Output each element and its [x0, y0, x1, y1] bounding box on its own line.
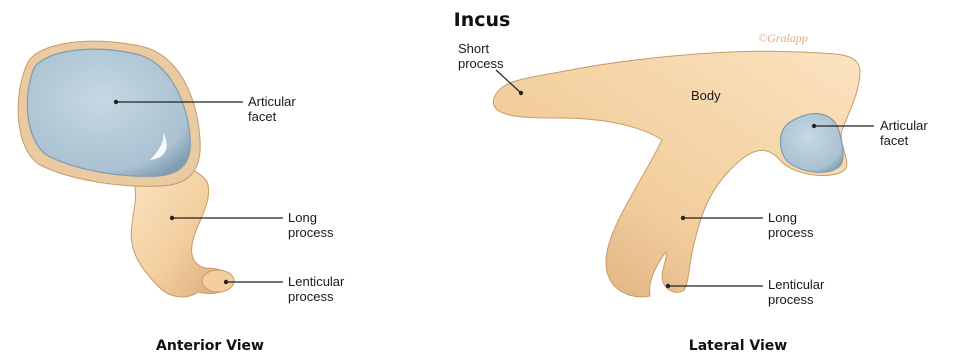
anterior-view-caption: Anterior View — [156, 338, 264, 354]
anterior-lenticular-knob-shape — [202, 270, 234, 292]
watermark: ©Gralapp — [758, 31, 808, 45]
lateral-view: ©Gralapp Short process Body Articular fa… — [458, 31, 931, 354]
diagram-title: Incus — [454, 9, 511, 31]
anterior-view: Articular facet Long process Lenticular … — [18, 41, 348, 354]
lateral-articular-facet-label: Articular facet — [880, 118, 931, 148]
lateral-incus-shape — [493, 51, 860, 297]
anterior-articular-facet-label: Articular facet — [248, 94, 299, 124]
lateral-short-process-label: Short process — [458, 41, 504, 71]
lateral-body-label: Body — [691, 88, 721, 103]
lateral-lenticular-process-label: Lenticular process — [768, 277, 828, 307]
lateral-long-process-label: Long process — [768, 210, 814, 240]
anterior-lenticular-process-label: Lenticular process — [288, 274, 348, 304]
anterior-long-process-label: Long process — [288, 210, 334, 240]
lateral-view-caption: Lateral View — [689, 338, 787, 354]
lateral-articular-facet-shape — [780, 114, 843, 173]
